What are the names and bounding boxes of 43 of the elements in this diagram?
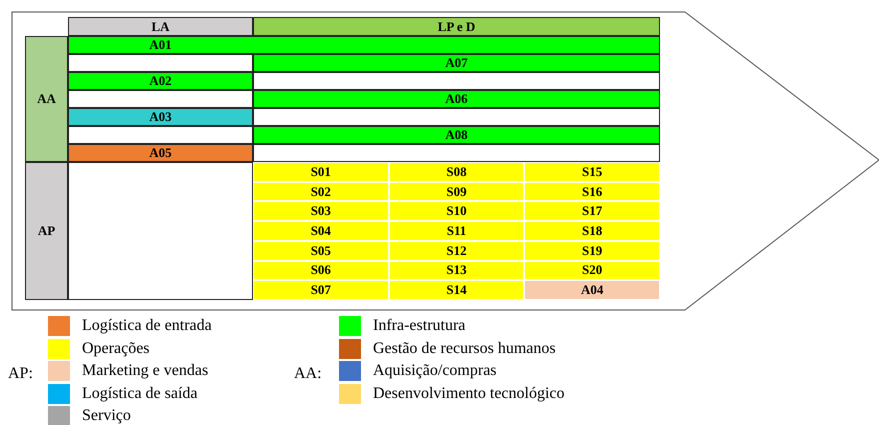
activity-cell: A02 (68, 72, 253, 90)
activity-cell: S14 (388, 280, 524, 300)
activity-cell: S02 (253, 182, 389, 202)
column-header: LA (68, 17, 253, 36)
legend-label: Gestão de recursos humanos (373, 338, 556, 358)
legend-label: Serviço (82, 406, 131, 425)
activity-cell: S01 (253, 162, 389, 182)
activity-cell: A03 (68, 108, 253, 126)
activity-cell: A01 (68, 36, 660, 54)
activity-cell: S17 (524, 201, 660, 222)
group-label: AP: (8, 364, 33, 384)
activity-cell: S06 (253, 260, 389, 280)
activity-cell: S18 (524, 221, 660, 241)
group-label: AA: (294, 364, 322, 384)
activity-cell: S09 (388, 182, 524, 202)
activity-cell: S07 (253, 280, 389, 300)
activity-cell: S13 (388, 260, 524, 280)
activity-cell: S16 (524, 182, 660, 202)
activity-cell: A06 (253, 90, 660, 108)
activity-cell: A05 (68, 144, 253, 162)
activity-cell: S12 (388, 240, 524, 261)
activity-cell: S08 (388, 162, 524, 182)
activity-cell: S05 (253, 240, 389, 261)
activity-cell: A07 (253, 54, 660, 72)
row-header: AP (25, 162, 68, 300)
legend-label: Logística de saída (82, 384, 198, 404)
activity-cell: A04 (524, 280, 660, 300)
legend-label: Operações (82, 338, 150, 358)
legend-label: Infra-estrutura (373, 316, 466, 336)
legend-label: Desenvolvimento tecnológico (373, 384, 565, 404)
activity-cell: S20 (524, 260, 660, 280)
legend-label: Marketing e vendas (82, 361, 208, 381)
activity-cell: S11 (388, 221, 524, 241)
activity-cell: S15 (524, 162, 660, 182)
row-header: AA (25, 36, 68, 162)
activity-cell: S04 (253, 221, 389, 241)
activity-cell: A08 (253, 126, 660, 144)
column-header: LP e D (253, 17, 660, 36)
activity-cell: S10 (388, 201, 524, 222)
activity-cell: S03 (253, 201, 389, 222)
legend-label: Aquisição/compras (373, 361, 497, 381)
legend-label: Logística de entrada (82, 316, 212, 336)
activity-cell: S19 (524, 240, 660, 261)
